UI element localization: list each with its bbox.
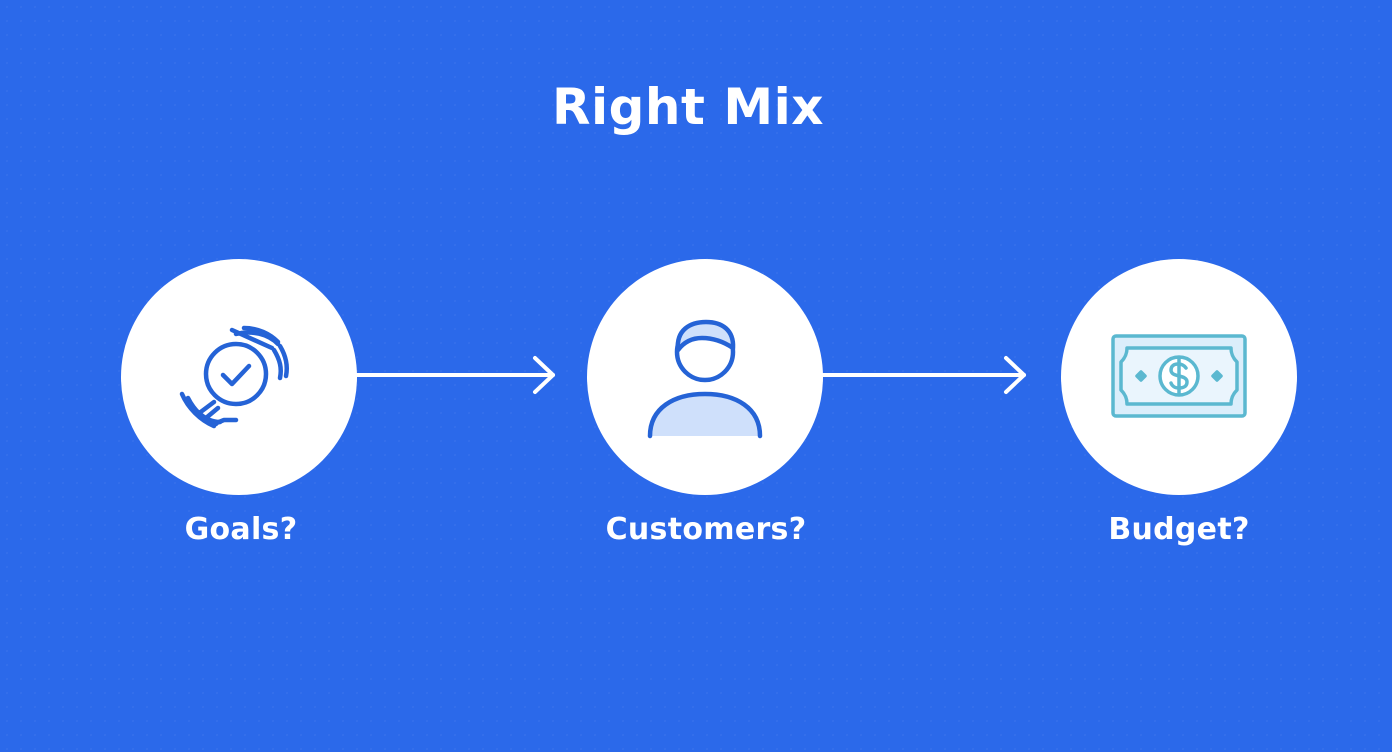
person-icon (647, 319, 763, 439)
step-budget-label: Budget? (1108, 512, 1250, 547)
arrow-right-icon (355, 356, 555, 394)
diagram-title: Right Mix (552, 78, 824, 136)
step-goals-circle (121, 259, 357, 495)
step-customers-circle (587, 259, 823, 495)
step-budget-circle (1061, 259, 1297, 495)
step-goals-label: Goals? (184, 512, 298, 547)
arrow-right-icon (821, 356, 1026, 394)
target-check-icon (179, 325, 289, 429)
step-customers-label: Customers? (605, 512, 807, 547)
banknote-icon (1111, 334, 1247, 418)
